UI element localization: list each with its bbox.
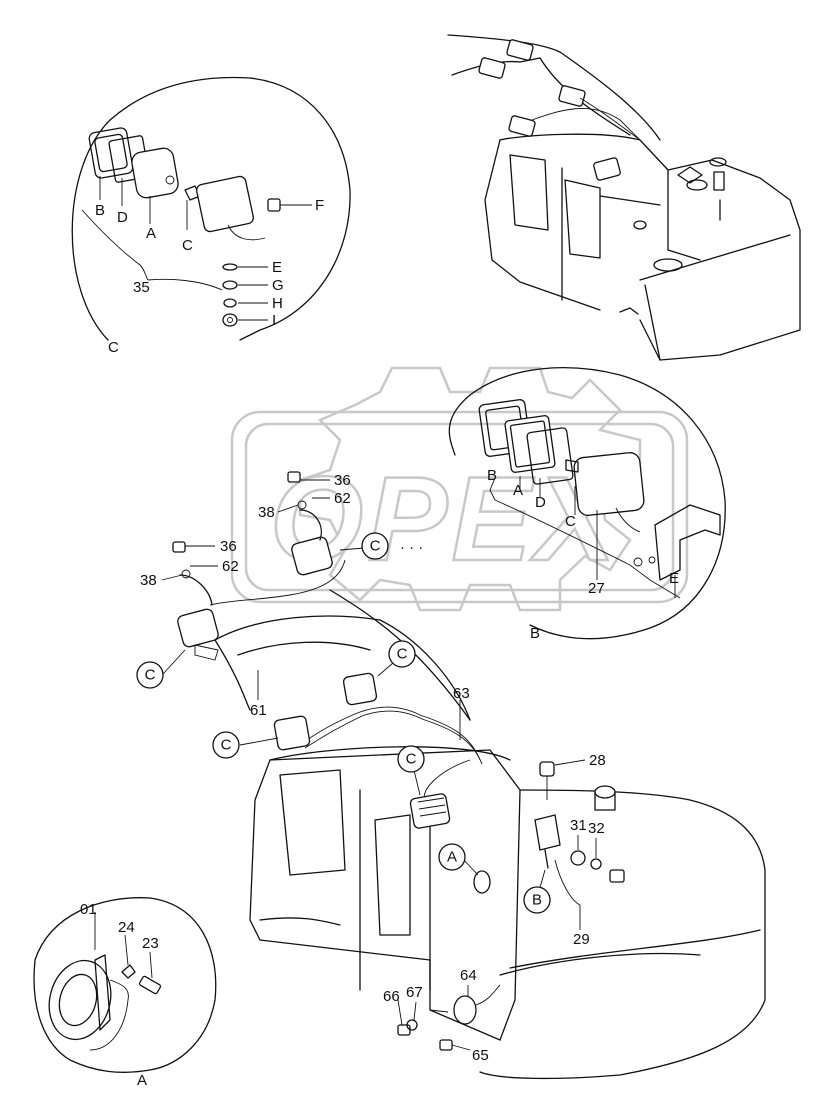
detail-b: B B A D C 27 E [448, 367, 726, 642]
detail-c-part-i: I [272, 312, 276, 329]
label-66: 66 [383, 988, 400, 1005]
callout-a-cab: A [438, 843, 466, 871]
detail-a-callout: A [137, 1072, 147, 1089]
detail-a: 01 24 23 A [33, 897, 217, 1089]
svg-text:B: B [532, 892, 542, 909]
callout-c-cab-left: C [212, 731, 240, 759]
detail-c: C B D A C F E G H I [71, 76, 351, 356]
svg-text:C: C [145, 667, 156, 684]
label-29: 29 [573, 931, 590, 948]
label-62-upper: 62 [334, 490, 351, 507]
label-62-lower: 62 [222, 558, 239, 575]
label-32: 32 [588, 820, 605, 837]
ellipsis-mark: · · · [400, 539, 423, 556]
excavator-overview [447, 34, 801, 361]
label-38-upper: 38 [258, 504, 275, 521]
label-38-lower: 38 [140, 572, 157, 589]
detail-b-part-a: A [513, 482, 523, 499]
detail-c-part-c: C [182, 237, 193, 254]
detail-a-part-23: 23 [142, 935, 159, 952]
detail-c-part-a: A [146, 225, 156, 242]
label-61: 61 [250, 702, 267, 719]
callout-c-boom: C [388, 640, 416, 668]
detail-b-part-e: E [669, 570, 679, 587]
label-65: 65 [472, 1047, 489, 1064]
label-63: 63 [453, 685, 470, 702]
detail-c-part-g: G [272, 277, 284, 294]
label-64: 64 [460, 967, 477, 984]
detail-c-group-number: 35 [133, 279, 150, 296]
svg-text:C: C [370, 538, 381, 555]
detail-b-callout: B [530, 625, 540, 642]
callout-c-cab-top: C [397, 745, 425, 773]
detail-c-part-h: H [272, 295, 283, 312]
label-36-lower: 36 [220, 538, 237, 555]
callout-c-upper: C [361, 532, 389, 560]
detail-c-part-e: E [272, 259, 282, 276]
svg-text:C: C [406, 751, 417, 768]
label-28: 28 [589, 752, 606, 769]
label-31: 31 [570, 817, 587, 834]
detail-c-part-f: F [315, 197, 324, 214]
detail-b-part-c: C [565, 513, 576, 530]
detail-a-part-01: 01 [80, 901, 97, 918]
detail-b-part-27: 27 [588, 580, 605, 597]
label-67: 67 [406, 984, 423, 1001]
svg-text:C: C [221, 737, 232, 754]
detail-c-part-b: B [95, 202, 105, 219]
svg-text:A: A [447, 849, 457, 866]
label-36-upper: 36 [334, 472, 351, 489]
cab-assembly: 36 62 38 36 62 38 61 63 28 31 32 29 64 6… [136, 471, 766, 1080]
callout-b-switch: B [523, 886, 551, 914]
svg-text:C: C [397, 646, 408, 663]
detail-c-callout: C [108, 339, 119, 356]
callout-c-left: C [136, 661, 164, 689]
detail-b-part-d: D [535, 494, 546, 511]
detail-a-part-24: 24 [118, 919, 135, 936]
detail-c-part-d: D [117, 209, 128, 226]
detail-b-part-b: B [487, 467, 497, 484]
